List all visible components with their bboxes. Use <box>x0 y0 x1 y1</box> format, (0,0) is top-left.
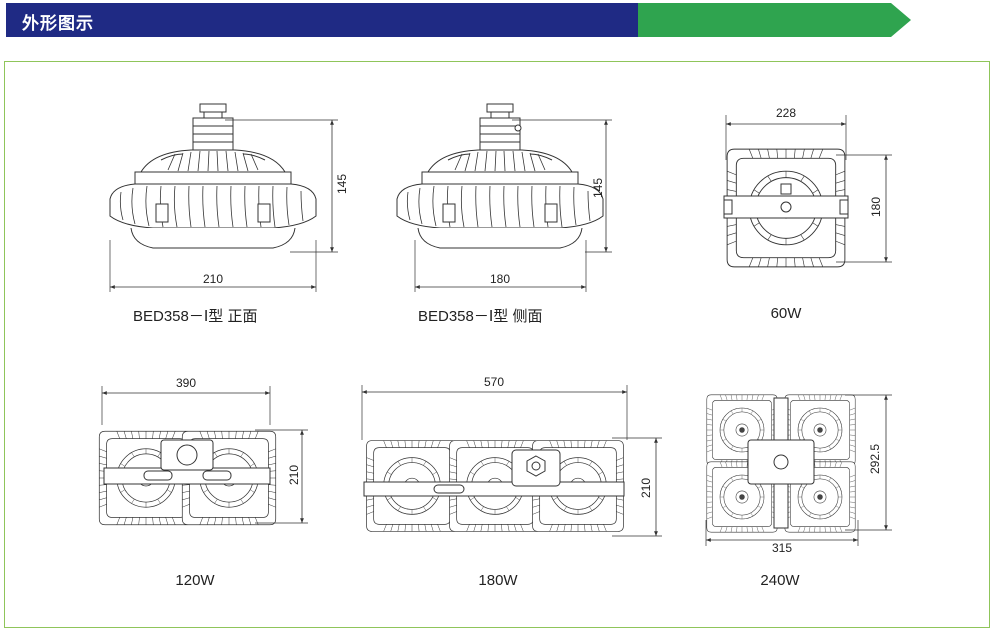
side-view-drawing <box>396 103 612 292</box>
header-band <box>6 3 911 37</box>
diagram-frame <box>4 61 990 628</box>
120w-height-dim: 210 <box>287 464 301 486</box>
side-view-caption: BED358－Ⅰ型 侧面 <box>418 308 543 325</box>
front-height-dim: 145 <box>335 173 349 195</box>
side-height-dim: 145 <box>591 177 605 199</box>
header-title: 外形图示 <box>22 14 94 34</box>
240w-drawing <box>705 394 892 546</box>
120w-width-dim: 390 <box>175 376 197 390</box>
180w-height-dim: 210 <box>639 477 653 499</box>
60w-drawing <box>723 115 892 268</box>
front-width-dim: 210 <box>202 272 224 286</box>
240w-height-dim: 292.5 <box>868 443 882 475</box>
120w-caption: 120W <box>175 572 215 589</box>
60w-width-dim: 228 <box>775 106 797 120</box>
side-width-dim: 180 <box>489 272 511 286</box>
section-header: 外形图示 <box>6 3 911 37</box>
front-view-drawing <box>109 103 338 292</box>
240w-caption: 240W <box>760 572 800 589</box>
240w-width-dim: 315 <box>771 541 793 555</box>
60w-height-dim: 180 <box>869 196 883 218</box>
180w-caption: 180W <box>478 572 518 589</box>
180w-drawing <box>361 385 662 537</box>
120w-drawing <box>98 386 308 526</box>
front-view-caption: BED358－Ⅰ型 正面 <box>133 308 258 325</box>
180w-width-dim: 570 <box>483 375 505 389</box>
60w-caption: 60W <box>770 305 802 322</box>
